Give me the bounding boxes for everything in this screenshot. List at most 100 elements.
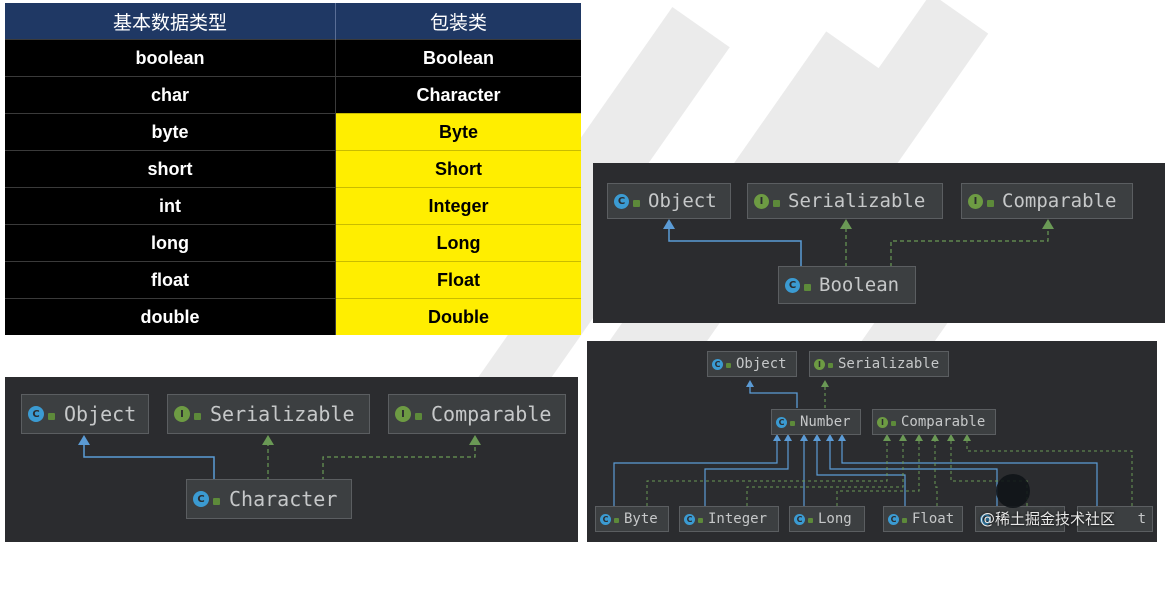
lock-icon: [48, 412, 55, 420]
table-row: byte Byte: [5, 113, 581, 151]
node-label: Number: [800, 414, 851, 430]
object-class-node[interactable]: C Object: [607, 183, 731, 219]
type-mapping-table: 基本数据类型 包装类 boolean Boolean char Characte…: [5, 3, 581, 335]
lock-icon: [415, 412, 422, 420]
node-label: Serializable: [788, 190, 926, 212]
node-label: Long: [818, 511, 852, 527]
boolean-class-node[interactable]: C Boolean: [778, 266, 916, 304]
node-label: Character: [229, 487, 338, 511]
lock-icon: [891, 421, 896, 426]
node-label: Comparable: [901, 414, 986, 430]
column-header-wrapper: 包装类: [335, 3, 581, 40]
boolean-hierarchy-diagram: C Object I Serializable I Comparable C B…: [593, 163, 1165, 323]
lock-icon: [698, 518, 703, 523]
node-label: Integer: [708, 511, 768, 527]
float-class-node[interactable]: C Float: [883, 506, 963, 532]
primitive-cell: short: [5, 150, 336, 188]
primitive-cell: long: [5, 224, 336, 262]
lock-icon: [808, 518, 813, 523]
class-icon: C: [193, 491, 209, 507]
lock-icon: [828, 363, 833, 368]
table-row: char Character: [5, 76, 581, 114]
primitive-cell: boolean: [5, 39, 336, 77]
class-icon: C: [888, 513, 899, 525]
primitive-cell: float: [5, 261, 336, 299]
table-row: double Double: [5, 298, 581, 335]
serializable-interface-node[interactable]: I Serializable: [167, 394, 370, 434]
interface-icon: I: [395, 406, 411, 422]
character-diagram-edges: [78, 435, 481, 481]
interface-icon: I: [968, 193, 983, 209]
wrapper-cell-highlighted: Double: [335, 298, 581, 335]
lock-icon: [194, 412, 201, 420]
comparable-interface-node[interactable]: I Comparable: [388, 394, 566, 434]
node-label: Byte: [624, 511, 658, 527]
node-label: Object: [736, 356, 787, 372]
lock-icon: [633, 199, 640, 207]
table-row: boolean Boolean: [5, 39, 581, 77]
interface-icon: I: [754, 193, 769, 209]
class-icon: C: [712, 358, 723, 370]
short-class-node[interactable]: t: [1077, 506, 1153, 532]
abstract-class-icon: C: [776, 416, 787, 428]
primitive-cell: int: [5, 187, 336, 225]
lock-icon: [726, 363, 731, 368]
integer-class-node[interactable]: C Integer: [679, 506, 779, 532]
node-label: Serializable: [210, 402, 355, 426]
watermark-credit: @稀土掘金技术社区: [980, 510, 1116, 528]
wrapper-cell: Boolean: [335, 39, 581, 77]
comparable-interface-node[interactable]: I Comparable: [872, 409, 996, 435]
class-icon: C: [28, 406, 44, 422]
byte-class-node[interactable]: C Byte: [595, 506, 669, 532]
table-row: long Long: [5, 224, 581, 262]
boolean-diagram-edges: [663, 219, 1054, 267]
class-icon: C: [980, 513, 991, 525]
object-class-node[interactable]: C Object: [707, 351, 797, 377]
double-class-node[interactable]: C: [975, 506, 1065, 532]
node-label: Float: [912, 511, 955, 527]
lock-icon: [614, 518, 619, 523]
node-label: Serializable: [838, 356, 940, 372]
wrapper-cell-highlighted: Byte: [335, 113, 581, 151]
table-row: short Short: [5, 150, 581, 188]
lock-icon: [987, 199, 994, 207]
node-label: Object: [648, 190, 717, 212]
number-diagram-edges: [613, 380, 1133, 506]
lock-icon: [902, 518, 907, 523]
class-icon: C: [600, 513, 611, 525]
node-label: Comparable: [431, 402, 552, 426]
node-label: Comparable: [1002, 190, 1117, 212]
table-row: float Float: [5, 261, 581, 299]
long-class-node[interactable]: C Long: [789, 506, 865, 532]
serializable-interface-node[interactable]: I Serializable: [747, 183, 943, 219]
interface-icon: I: [814, 358, 825, 370]
node-label: Object: [64, 402, 137, 426]
wrapper-cell: Character: [335, 76, 581, 114]
lock-icon: [790, 421, 795, 426]
lock-icon: [773, 199, 780, 207]
mouse-cursor-highlight: [996, 474, 1030, 508]
node-label: Boolean: [819, 274, 900, 296]
lock-icon: [213, 497, 220, 505]
primitive-cell: double: [5, 298, 336, 335]
number-hierarchy-diagram: C Object I Serializable C Number I Compa…: [587, 341, 1157, 542]
primitive-cell: byte: [5, 113, 336, 151]
table-header-row: 基本数据类型 包装类: [5, 3, 581, 40]
table-row: int Integer: [5, 187, 581, 225]
lock-icon: [804, 283, 811, 291]
interface-icon: I: [174, 406, 190, 422]
class-icon: C: [794, 513, 805, 525]
class-icon: C: [785, 277, 800, 293]
character-hierarchy-diagram: C Object I Serializable I Comparable C C…: [5, 377, 578, 542]
column-header-primitive: 基本数据类型: [5, 3, 336, 40]
comparable-interface-node[interactable]: I Comparable: [961, 183, 1133, 219]
interface-icon: I: [877, 416, 888, 428]
number-class-node[interactable]: C Number: [771, 409, 861, 435]
character-class-node[interactable]: C Character: [186, 479, 352, 519]
node-label: t: [1137, 511, 1146, 527]
wrapper-cell-highlighted: Long: [335, 224, 581, 262]
wrapper-cell-highlighted: Integer: [335, 187, 581, 225]
object-class-node[interactable]: C Object: [21, 394, 149, 434]
serializable-interface-node[interactable]: I Serializable: [809, 351, 949, 377]
class-icon: C: [614, 193, 629, 209]
